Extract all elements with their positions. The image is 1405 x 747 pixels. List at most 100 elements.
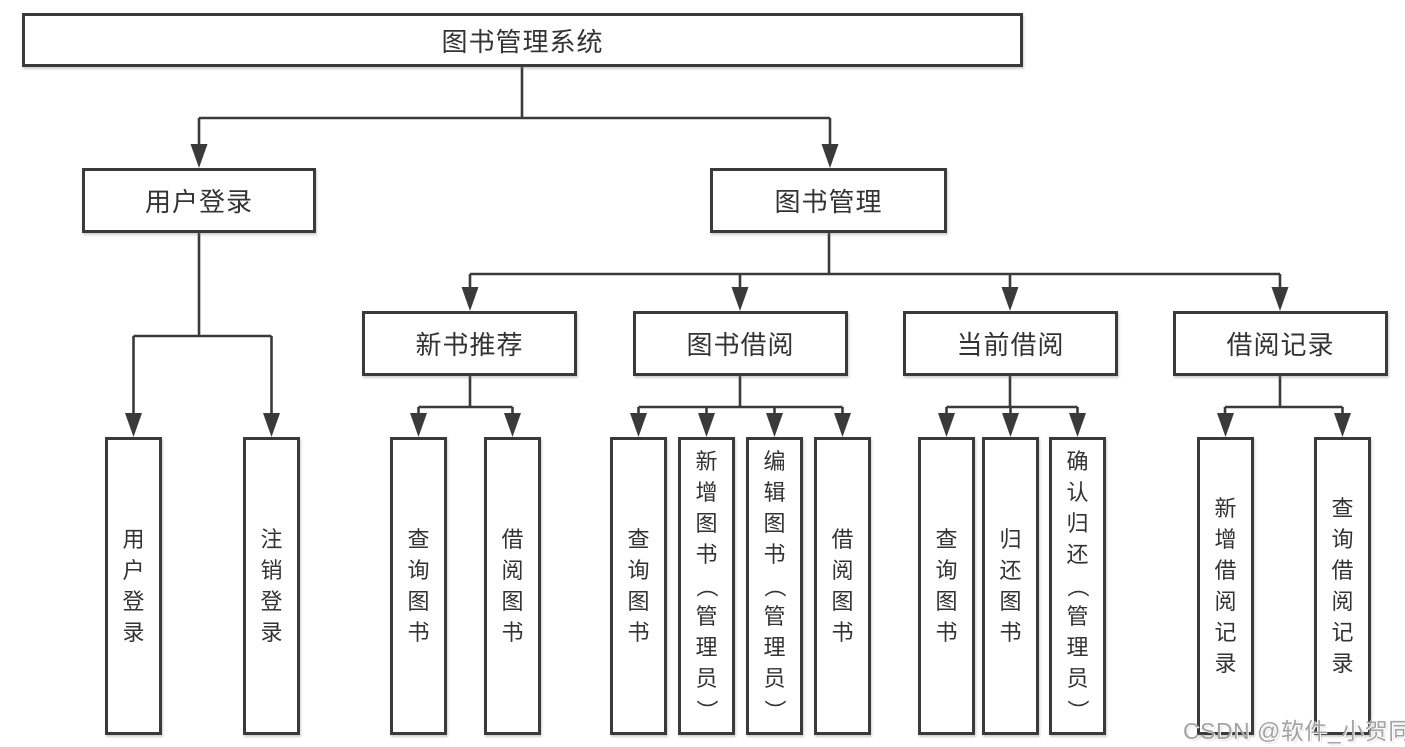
node-book-borrowing: 图书借阅 (633, 311, 848, 376)
leaf-user-login: 用户登录 (105, 437, 162, 735)
vertical-char: 阅 (831, 557, 854, 583)
vertical-char: 图 (999, 588, 1022, 614)
node-borrowing-records-label: 借阅记录 (1226, 330, 1335, 360)
vertical-char: 增 (1214, 526, 1237, 552)
vertical-char: 员 (1066, 666, 1089, 691)
vertical-char: 书 (501, 619, 524, 645)
node-current-borrowing: 当前借阅 (903, 311, 1118, 376)
vertical-char: 员 (763, 666, 786, 691)
vertical-char: 登 (122, 588, 145, 614)
vertical-char: 书 (627, 619, 650, 645)
vertical-char: 图 (935, 588, 958, 614)
vertical-char: （ (694, 574, 720, 597)
vertical-char: 查 (1331, 495, 1354, 521)
node-book-management-label: 图书管理 (774, 187, 883, 217)
leaf-return-books: 归还图书 (982, 437, 1039, 735)
vertical-char: 询 (407, 557, 430, 583)
leaf-query-borrow-record: 查询借阅记录 (1314, 437, 1371, 735)
vertical-char: 查 (407, 526, 430, 552)
vertical-char: 管 (1066, 604, 1089, 629)
vertical-char: 录 (260, 619, 283, 645)
vertical-char: 编 (763, 449, 786, 474)
vertical-char: 阅 (1214, 588, 1237, 614)
vertical-char: 询 (627, 557, 650, 583)
vertical-char: 查 (935, 526, 958, 552)
node-book-management: 图书管理 (710, 168, 947, 233)
vertical-char: 理 (695, 635, 718, 660)
leaf-query-books-recommend: 查询图书 (390, 437, 447, 735)
vertical-char: 新 (1214, 495, 1237, 521)
vertical-char: 还 (1066, 542, 1089, 567)
vertical-char: 录 (122, 619, 145, 645)
vertical-char: ） (762, 698, 788, 721)
vertical-char: 辑 (763, 480, 786, 505)
node-new-book-recommend-label: 新书推荐 (415, 330, 524, 360)
leaf-logout: 注销登录 (243, 437, 300, 735)
vertical-char: 图 (627, 588, 650, 614)
watermark: CSDN @软件_小贺同学 (1183, 718, 1405, 744)
vertical-char: 记 (1331, 619, 1354, 645)
node-user-login-label: 用户登录 (144, 187, 253, 217)
vertical-char: 借 (831, 526, 854, 552)
vertical-char: 员 (695, 666, 718, 691)
vertical-char: 登 (260, 588, 283, 614)
vertical-char: 管 (695, 604, 718, 629)
leaf-edit-book-admin: 编辑图书 （ 管理员 ） (746, 437, 803, 735)
vertical-char: （ (762, 574, 788, 597)
vertical-char: 归 (999, 526, 1022, 552)
vertical-char: 询 (1331, 526, 1354, 552)
vertical-char: 管 (763, 604, 786, 629)
vertical-char: 用 (122, 526, 145, 552)
leaf-borrow-books-recommend: 借阅图书 (484, 437, 541, 735)
vertical-char: 图 (831, 588, 854, 614)
vertical-char: 借 (501, 526, 524, 552)
leaf-query-books-current: 查询图书 (918, 437, 975, 735)
vertical-char: 记 (1214, 619, 1237, 645)
vertical-char: 图 (501, 588, 524, 614)
vertical-char: ） (1065, 698, 1091, 721)
vertical-char: 销 (260, 557, 283, 583)
vertical-char: 注 (260, 526, 283, 552)
vertical-char: 借 (1331, 557, 1354, 583)
leaf-add-borrow-record: 新增借阅记录 (1197, 437, 1254, 735)
vertical-char: 阅 (501, 557, 524, 583)
vertical-char: 还 (999, 557, 1022, 583)
vertical-char: 新 (695, 449, 718, 474)
node-borrowing-records: 借阅记录 (1173, 311, 1388, 376)
vertical-char: 询 (935, 557, 958, 583)
vertical-char: 书 (695, 542, 718, 567)
vertical-char: （ (1065, 574, 1091, 597)
node-root: 图书管理系统 (22, 13, 1023, 67)
node-book-borrowing-label: 图书借阅 (686, 330, 795, 360)
vertical-char: 阅 (1331, 588, 1354, 614)
vertical-char: 图 (695, 511, 718, 536)
node-user-login: 用户登录 (82, 168, 316, 233)
vertical-char: 图 (763, 511, 786, 536)
arrowheads (125, 144, 1351, 437)
vertical-char: 增 (695, 480, 718, 505)
vertical-char: 录 (1331, 650, 1354, 676)
leaf-borrow-books: 借阅图书 (814, 437, 871, 735)
vertical-char: 理 (1066, 635, 1089, 660)
vertical-char: 书 (407, 619, 430, 645)
leaf-confirm-return-admin: 确认归还 （ 管理员 ） (1049, 437, 1106, 735)
vertical-char: 录 (1214, 650, 1237, 676)
node-current-borrowing-label: 当前借阅 (956, 330, 1065, 360)
vertical-char: 书 (831, 619, 854, 645)
vertical-char: 书 (999, 619, 1022, 645)
vertical-char: 图 (407, 588, 430, 614)
vertical-char: 认 (1066, 480, 1089, 505)
vertical-char: 确 (1066, 449, 1089, 474)
vertical-char: 理 (763, 635, 786, 660)
vertical-char: 书 (763, 542, 786, 567)
vertical-char: 借 (1214, 557, 1237, 583)
leaf-query-books-borrow: 查询图书 (610, 437, 667, 735)
node-new-book-recommend: 新书推荐 (362, 311, 577, 376)
vertical-char: 归 (1066, 511, 1089, 536)
vertical-char: 书 (935, 619, 958, 645)
vertical-char: 查 (627, 526, 650, 552)
node-root-label: 图书管理系统 (441, 26, 604, 57)
vertical-char: 户 (122, 557, 145, 583)
